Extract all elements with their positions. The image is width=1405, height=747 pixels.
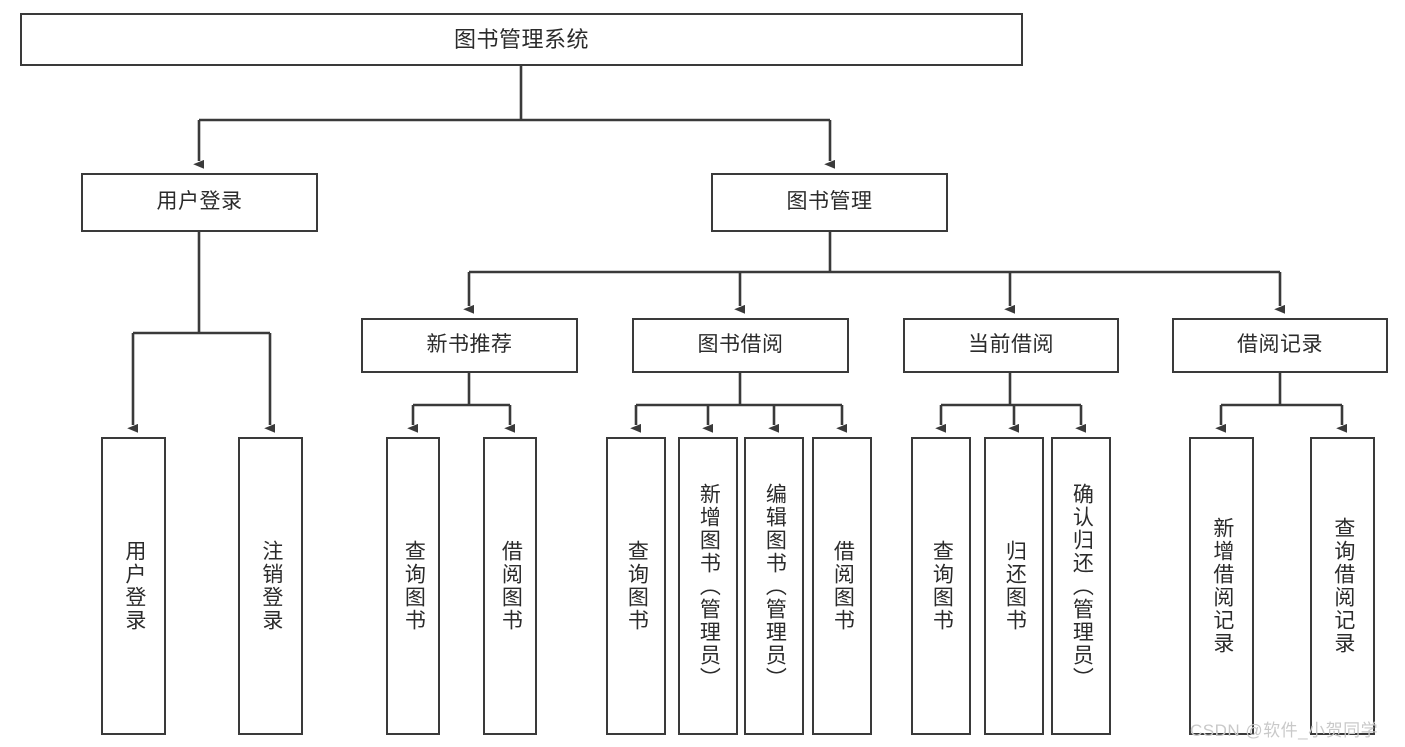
node-book-borrow[interactable]: 图书借阅: [632, 318, 849, 373]
node-leaf-user-login-label: 用户登录: [122, 540, 146, 632]
node-leaf-query-record-label: 查询借阅记录: [1331, 517, 1355, 655]
node-leaf-query-record[interactable]: 查询借阅记录: [1310, 437, 1375, 735]
node-leaf-add-record-label: 新增借阅记录: [1210, 517, 1234, 655]
node-leaf-query-book-2[interactable]: 查询图书: [606, 437, 666, 735]
node-leaf-user-logout[interactable]: 注销登录: [238, 437, 303, 735]
node-leaf-return-book-label: 归还图书: [1003, 540, 1027, 632]
node-new-book-rec[interactable]: 新书推荐: [361, 318, 578, 373]
node-leaf-borrow-book-2-label: 借阅图书: [831, 540, 855, 632]
node-root[interactable]: 图书管理系统: [20, 13, 1023, 66]
node-leaf-user-logout-label: 注销登录: [259, 540, 283, 632]
node-leaf-confirm-return[interactable]: 确认归还（管理员）: [1051, 437, 1111, 735]
node-leaf-add-book[interactable]: 新增图书（管理员）: [678, 437, 738, 735]
node-leaf-borrow-book-1[interactable]: 借阅图书: [483, 437, 537, 735]
node-current-borrow-label: 当前借阅: [968, 333, 1054, 357]
node-root-label: 图书管理系统: [453, 26, 589, 52]
node-current-borrow[interactable]: 当前借阅: [903, 318, 1119, 373]
node-leaf-edit-book-label: 编辑图书（管理员）: [763, 482, 787, 690]
node-book-manage[interactable]: 图书管理: [711, 173, 948, 232]
node-leaf-borrow-book-1-label: 借阅图书: [499, 540, 523, 632]
node-leaf-edit-book[interactable]: 编辑图书（管理员）: [744, 437, 804, 735]
node-borrow-record[interactable]: 借阅记录: [1172, 318, 1388, 373]
node-book-borrow-label: 图书借阅: [697, 333, 784, 357]
node-book-manage-label: 图书管理: [786, 190, 873, 214]
node-leaf-query-book-3-label: 查询图书: [930, 540, 954, 632]
node-leaf-query-book-1-label: 查询图书: [402, 540, 426, 632]
node-leaf-query-book-3[interactable]: 查询图书: [911, 437, 971, 735]
node-leaf-confirm-return-label: 确认归还（管理员）: [1070, 482, 1094, 690]
node-leaf-add-record[interactable]: 新增借阅记录: [1189, 437, 1254, 735]
node-leaf-query-book-2-label: 查询图书: [625, 540, 649, 632]
node-borrow-record-label: 借阅记录: [1237, 333, 1323, 357]
node-new-book-rec-label: 新书推荐: [426, 333, 513, 357]
node-leaf-user-login[interactable]: 用户登录: [101, 437, 166, 735]
node-user-login[interactable]: 用户登录: [81, 173, 318, 232]
node-leaf-return-book[interactable]: 归还图书: [984, 437, 1044, 735]
node-leaf-borrow-book-2[interactable]: 借阅图书: [812, 437, 872, 735]
node-leaf-query-book-1[interactable]: 查询图书: [386, 437, 440, 735]
node-user-login-label: 用户登录: [156, 190, 243, 214]
node-leaf-add-book-label: 新增图书（管理员）: [697, 482, 721, 690]
watermark: CSDN @软件_小贺同学: [1190, 721, 1379, 740]
